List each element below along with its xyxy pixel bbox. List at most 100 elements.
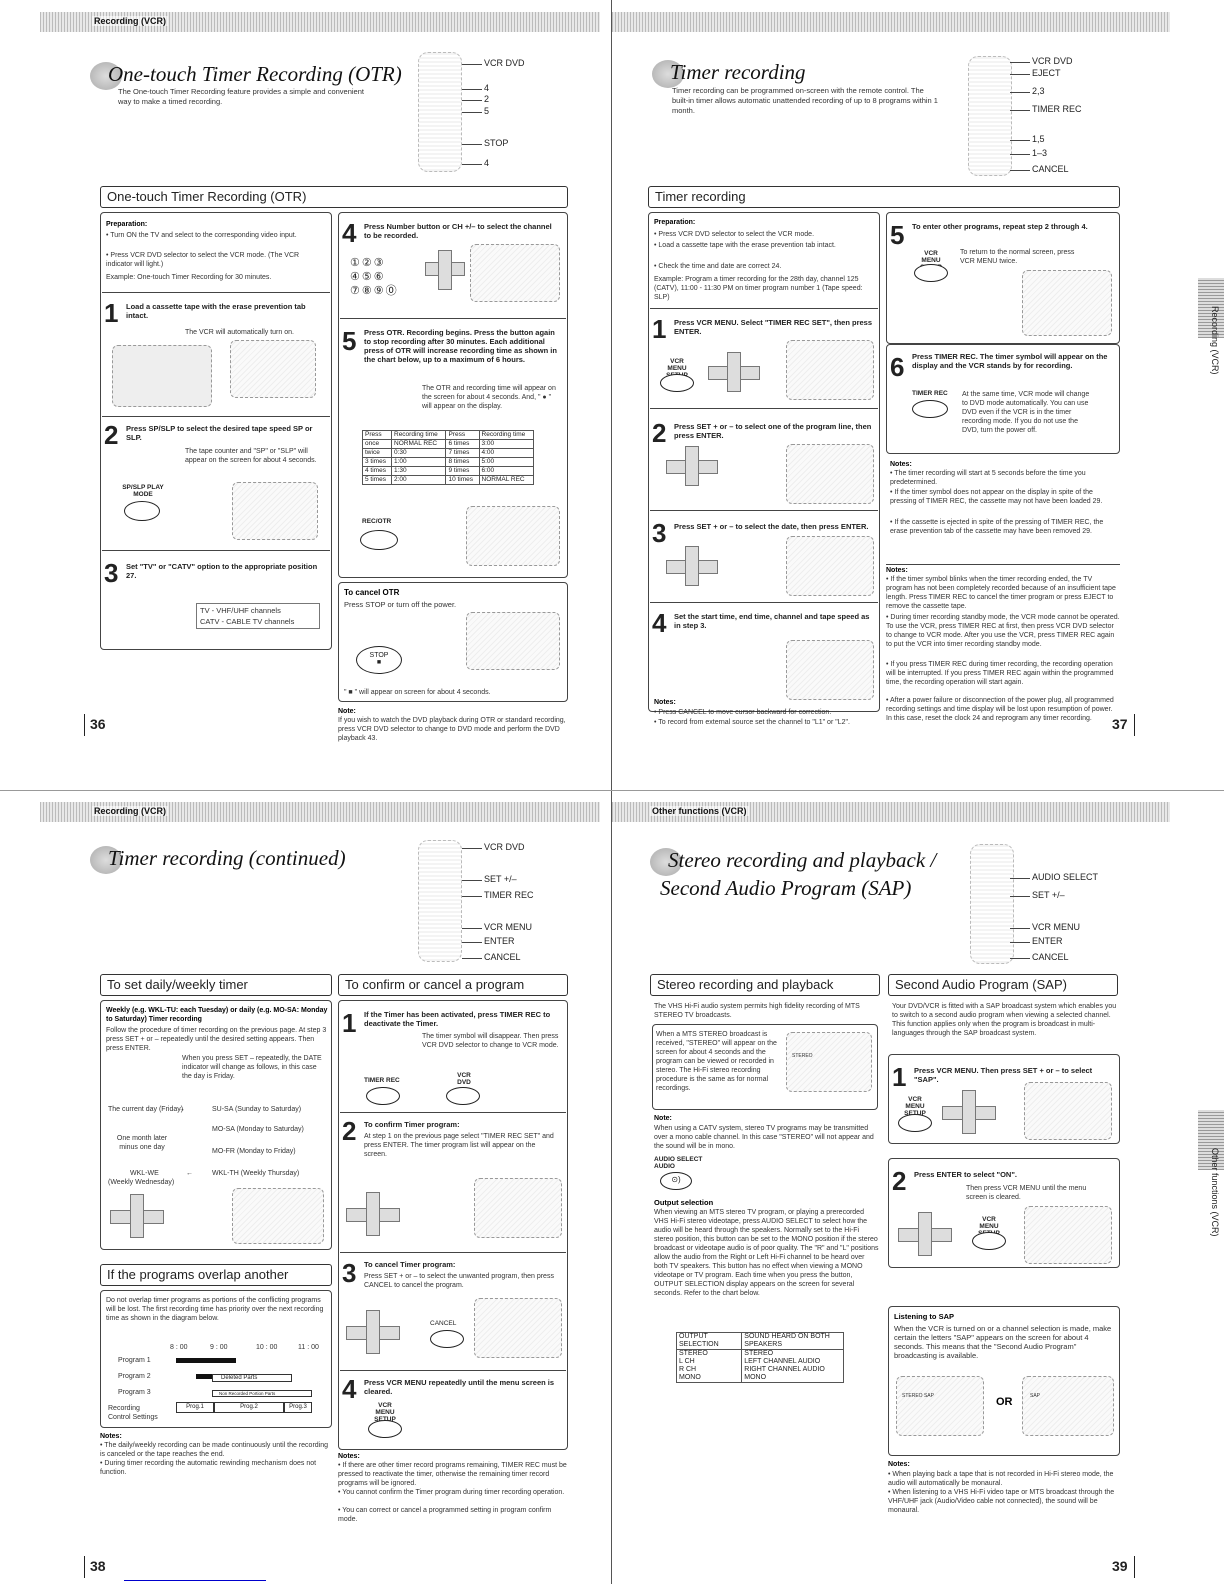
- vcr-dvd-button[interactable]: [446, 1087, 480, 1105]
- vcr-menu-button[interactable]: [972, 1232, 1006, 1250]
- cycle-item: WKL-WE: [130, 1170, 159, 1177]
- time-screen: [786, 640, 874, 700]
- or-label: OR: [996, 1396, 1013, 1408]
- note-item: • The daily/weekly recording can be made…: [100, 1442, 329, 1458]
- step-heading: Press Number button or CH +/– to select …: [364, 222, 552, 240]
- date-screen: [786, 536, 874, 596]
- page-title: Stereo recording and playback /Second Au…: [650, 848, 936, 900]
- screen-illustration: [470, 244, 560, 302]
- dpad-icon[interactable]: [130, 1194, 144, 1238]
- vcr-menu-button[interactable]: [660, 374, 694, 392]
- dpad-icon[interactable]: [685, 546, 699, 586]
- remote-label: SET +/–: [462, 874, 517, 884]
- step-number: 5: [342, 326, 357, 356]
- step-number: 2: [342, 1116, 357, 1146]
- step-number: 4: [342, 218, 357, 248]
- menu-screen: [1024, 1082, 1112, 1140]
- remote-label: VCR DVD: [462, 58, 525, 68]
- remote-illustration: [418, 52, 462, 172]
- intro-text: The One-touch Timer Recording feature pr…: [118, 87, 364, 106]
- step-text: The OTR and recording time will appear o…: [422, 385, 556, 410]
- dpad-icon[interactable]: [438, 250, 452, 290]
- cycle-item: MO-SA (Monday to Saturday): [212, 1126, 304, 1133]
- rec-otr-button[interactable]: [360, 530, 398, 550]
- cycle-item: One month later minus one day: [116, 1135, 168, 1151]
- remote-label: AUDIO SELECT: [1009, 872, 1099, 882]
- section-heading: Timer recording: [648, 186, 1120, 208]
- step-text: At step 1 on the previous page select "T…: [364, 1133, 554, 1158]
- remote-illustration: [418, 840, 462, 962]
- side-tab-label: Recording (VCR): [1210, 306, 1220, 375]
- stereo-screen: [786, 1032, 872, 1092]
- prep-title: Preparation:: [106, 221, 148, 228]
- dpad-icon[interactable]: [366, 1310, 380, 1354]
- note-item: • If the timer symbol does not appear on…: [890, 489, 1103, 505]
- remote-label: 2: [461, 94, 490, 104]
- page-number: 36: [90, 716, 106, 732]
- program-label: Program 2: [118, 1373, 151, 1380]
- cancel-button[interactable]: [430, 1330, 464, 1348]
- prog-segment: Prog.2: [214, 1402, 284, 1413]
- remote-label: EJECT: [1010, 68, 1061, 78]
- audio-select-button[interactable]: ⊙): [660, 1172, 692, 1190]
- dpad-icon[interactable]: [685, 446, 699, 486]
- section-heading: One-touch Timer Recording (OTR): [100, 186, 568, 208]
- stop-button[interactable]: STOP■: [356, 646, 402, 674]
- tv-catv-box: [196, 603, 320, 629]
- vcr-menu-button[interactable]: [368, 1420, 402, 1438]
- header-band: [612, 12, 1170, 32]
- remote-label: 1–3: [1009, 148, 1048, 158]
- dpad-icon[interactable]: [366, 1192, 380, 1236]
- notes-heading: Notes:: [654, 699, 676, 706]
- button-label: VCR DVD: [457, 1072, 471, 1086]
- timer-rec-button[interactable]: [912, 400, 948, 418]
- step-heading: Press SP/SLP to select the desired tape …: [126, 424, 313, 442]
- button-label: REC/OTR: [362, 518, 392, 525]
- button-label: AUDIO SELECT AUDIO: [654, 1156, 703, 1170]
- step-heading: Press VCR MENU. Select "TIMER REC SET", …: [674, 318, 872, 336]
- step-number: 3: [104, 558, 119, 588]
- remote-label: TIMER REC: [1010, 104, 1082, 114]
- button-label: VCR MENU SETUP: [374, 1402, 396, 1423]
- dpad-icon[interactable]: [918, 1212, 932, 1256]
- step-heading: To cancel Timer program:: [364, 1260, 456, 1269]
- dpad-icon[interactable]: [962, 1090, 976, 1134]
- vcr-menu-button[interactable]: [914, 264, 948, 282]
- sap-intro: Your DVD/VCR is fitted with a SAP broadc…: [892, 1003, 1117, 1037]
- stereo-intro: The VHS Hi-Fi audio system permits high …: [654, 1003, 860, 1019]
- button-label: TIMER REC: [912, 390, 948, 397]
- timer-rec-button[interactable]: [366, 1087, 400, 1105]
- step-text: The VCR will automatically turn on.: [185, 329, 294, 336]
- step-number: 2: [104, 420, 119, 450]
- page-title: Timer recording: [652, 60, 806, 89]
- note-item: • During timer recording the automatic r…: [100, 1460, 317, 1476]
- prep-item: • Check the time and date are correct 24…: [654, 263, 782, 270]
- dpad-icon[interactable]: [727, 352, 741, 392]
- remote-label: VCR DVD: [1010, 56, 1073, 66]
- sp-slp-button[interactable]: [124, 501, 160, 521]
- menu-screen: [786, 340, 874, 400]
- page-title: One-touch Timer Recording (OTR): [90, 62, 402, 91]
- vcr-menu-button[interactable]: [898, 1114, 932, 1132]
- stereo-sap-screen: [896, 1376, 984, 1436]
- step-heading: Press SET + or – to select one of the pr…: [674, 422, 872, 440]
- step-heading: Press TIMER REC. The timer symbol will a…: [912, 352, 1108, 370]
- note-item: • If there are other timer record progra…: [338, 1462, 567, 1487]
- vcr-illustration: [112, 345, 212, 407]
- remote-label: CANCEL: [1010, 164, 1069, 174]
- output-text: When viewing an MTS stereo TV program, o…: [654, 1209, 879, 1297]
- cancel-text: Press STOP or turn off the power.: [344, 600, 457, 609]
- listen-text: When the VCR is turned on or a channel s…: [894, 1324, 1112, 1360]
- cycle-item: (Weekly Wednesday): [108, 1179, 175, 1186]
- catv-option: CATV - CABLE TV channels: [200, 617, 295, 626]
- side-tab: [1198, 1110, 1224, 1170]
- notes-heading: Notes:: [890, 461, 912, 468]
- step-heading: Set the start time, end time, channel an…: [674, 612, 870, 630]
- step-number: 5: [890, 220, 905, 250]
- program-label: Program 3: [118, 1389, 151, 1396]
- screen-illustration: [466, 506, 560, 566]
- note-item: • If you press TIMER REC during timer re…: [886, 661, 1114, 686]
